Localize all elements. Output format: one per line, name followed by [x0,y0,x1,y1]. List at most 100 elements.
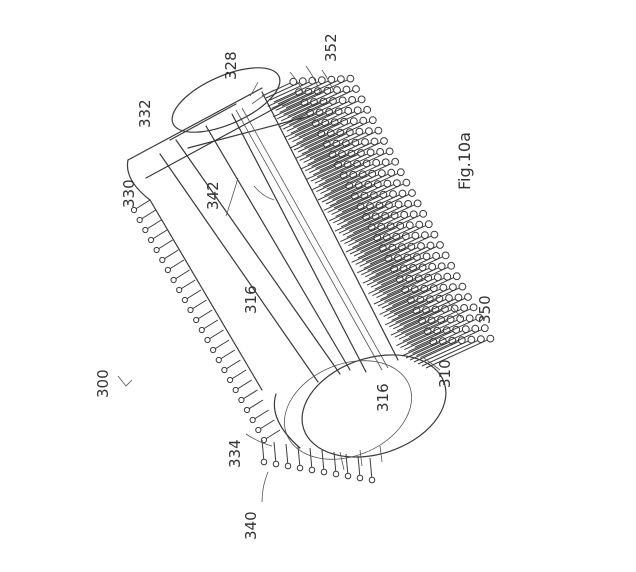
ref-310: 310 [436,359,454,388]
back-bristle-pin [133,199,151,211]
bristle-pin [402,318,451,342]
bristle-pin [404,307,465,336]
bristle-pin [340,204,390,228]
bristle-pin [357,235,407,259]
bristle-tip [430,230,439,239]
back-bristle-pin [184,289,202,301]
back-bristle-pin [190,299,207,311]
bristle-pin [339,193,394,219]
bristle-pin [367,245,422,271]
ref-334: 334 [226,439,244,468]
back-bristles [130,199,376,484]
bristle-pin [296,98,362,130]
bristle-pin [323,195,356,211]
back-bristle-tip [255,426,262,434]
bristle-pin [375,244,441,275]
bristle-pin [376,255,437,284]
back-bristle-pin [263,429,281,441]
bristle-pin [291,88,357,119]
bristle-pin [404,329,447,351]
bristle-pin [285,78,351,109]
bristle-pin [403,296,469,327]
bristle-pin [309,130,370,159]
bristle-pin [408,306,474,338]
bristle-pin [408,329,457,353]
bristle-pin [378,266,433,292]
bristle-pin [399,297,459,325]
bristle-pin [277,79,332,105]
back-bristle-tip [260,436,268,444]
bristle-pin [393,286,454,315]
bristle-pin [284,122,316,139]
bristle-pin [288,99,343,126]
cap-bristle-tip [284,462,292,470]
bristle-pin [360,224,420,253]
bristle-pin [314,163,358,184]
back-bristle-tip [130,206,138,214]
bristle-pin [409,340,453,361]
bristle-pin [315,141,375,169]
cylinder-body [126,87,399,391]
bristle-pin [330,161,396,192]
bristle-pin [305,131,360,157]
cap-bristle-pin [309,447,313,471]
bristle-tip [447,261,456,270]
bristle-pin [345,237,378,253]
bristle-pin [390,320,423,336]
bristle-tip [486,334,495,343]
bristle-pin [362,268,395,284]
ref-352: 352 [322,33,340,62]
bristle-pin [313,130,379,161]
bristle-pin [356,258,389,274]
bristle-pin [359,246,403,267]
bristle-pin [372,255,427,282]
bristle-pin [344,203,399,230]
bristle-pin [365,234,426,263]
bristle-pin [347,192,413,223]
bristle-pin [297,132,341,153]
cap-bristle-tip [320,468,328,476]
cap-bristle-pin [333,451,337,475]
bristle-pin [324,173,373,197]
bristle-pin [363,246,412,269]
bristle-tip [385,147,394,156]
bristle-pin [282,111,320,130]
back-bristle-tip [243,406,251,414]
back-bristle-tip [204,336,211,344]
bristle-pin [355,247,393,265]
bristle-pin [354,213,414,242]
back-bristle-tip [198,326,205,334]
bristle-pin [387,298,431,319]
back-bristle-pin [258,419,275,431]
bristle-tip [458,282,467,291]
ref-350: 350 [476,295,494,324]
bristle-pin [321,184,360,203]
bristle-pin [308,153,352,174]
bristle-pin [400,307,455,334]
bristle-pin [296,121,345,145]
bristle-pin [376,277,419,299]
bristle-pin [269,80,313,101]
bristle-pin [410,317,470,346]
bristle-pin [373,289,406,305]
bristle-pin [425,338,491,369]
bristle-pin [304,153,343,172]
bristle-pin [384,276,439,303]
back-bristle-tip [153,246,160,254]
bristle-pin [287,89,347,117]
bristle-pin [358,213,424,244]
bristle-pin [328,206,361,222]
back-bristle-pin [252,409,269,421]
bristle-pin [395,297,450,323]
bristle-pin [389,287,444,313]
bristle-pin [342,215,386,236]
bristle-pin [352,225,401,249]
bristle-pin [283,89,338,115]
bristle-pin [290,110,339,134]
bristle-pin [312,152,362,176]
bristle-pin [294,110,349,136]
cap-bristle-tip [308,466,316,474]
bristle-pin [316,174,354,193]
bristle-pin [391,298,440,321]
bristle-pin [374,266,423,290]
